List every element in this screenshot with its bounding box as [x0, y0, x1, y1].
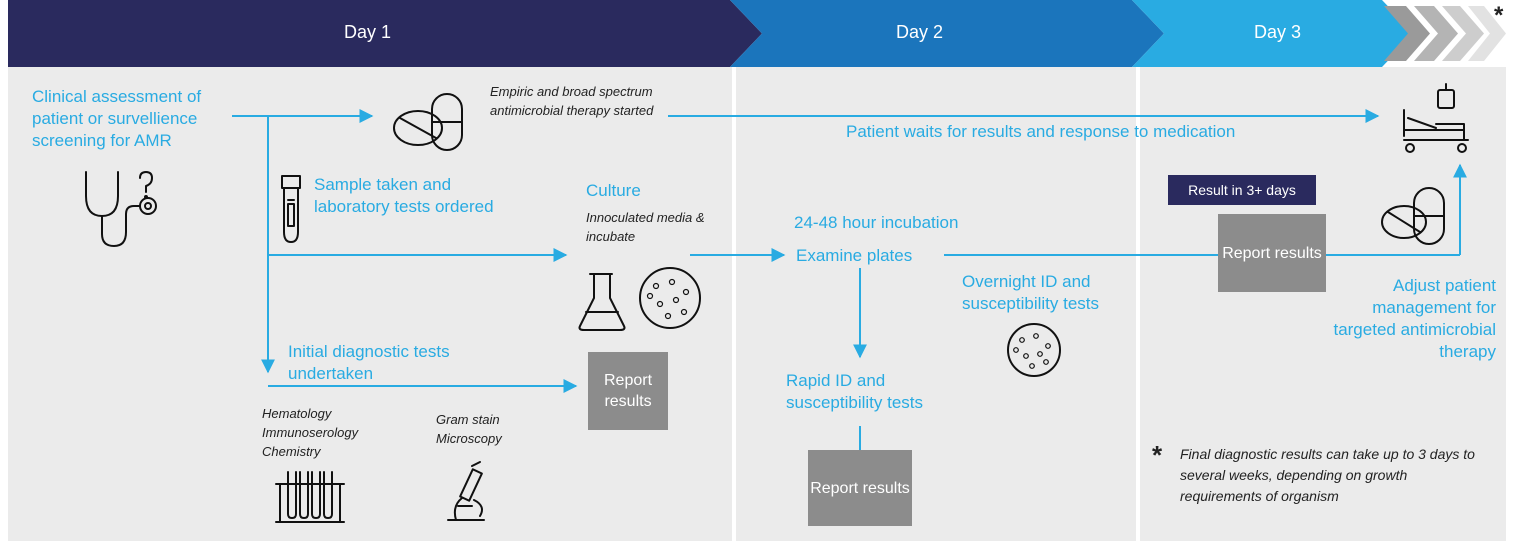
header-asterisk: *: [1494, 2, 1504, 29]
day3-header-bg: [1132, 0, 1414, 67]
overnight-tests-text: Overnight ID and susceptibility tests: [962, 272, 1099, 313]
report-results-box-day1: Report results: [588, 352, 668, 430]
footnote-text: Final diagnostic results can take up to …: [1180, 446, 1475, 504]
rapid-tests-text: Rapid ID and susceptibility tests: [786, 371, 923, 412]
gram-stain-text: Gram stain Microscopy: [436, 412, 502, 446]
initial-tests-text: Initial diagnostic tests undertaken: [288, 342, 450, 383]
report-results-box-day2: Report results: [808, 450, 912, 526]
result-3-days-label: Result in 3+ days: [1188, 182, 1296, 198]
sample-taken-text: Sample taken and laboratory tests ordere…: [314, 175, 494, 216]
examine-plates-text: Examine plates: [796, 246, 913, 265]
timeline-header: [8, 0, 1506, 67]
chevron-arrows-icon: [1384, 6, 1506, 61]
patient-waits-text: Patient waits for results and response t…: [846, 122, 1236, 141]
culture-title: Culture: [586, 181, 641, 200]
day3-label: Day 3: [1254, 22, 1302, 42]
result-3-days-banner: Result in 3+ days: [1168, 175, 1316, 205]
adjust-management-text: Adjust patient management for targeted a…: [1333, 276, 1496, 361]
footnote-asterisk: *: [1152, 440, 1163, 470]
hematology-text: Hematology Immunoserology Chemistry: [262, 406, 359, 459]
clinical-assessment-text: Clinical assessment of patient or survel…: [32, 87, 202, 150]
report-results-box-day3: Report results: [1218, 214, 1326, 292]
empiric-therapy-text: Empiric and broad spectrum antimicrobial…: [490, 84, 654, 118]
day2-header-bg: [730, 0, 1164, 67]
day3-panel: [1140, 67, 1506, 541]
culture-subtext: Innoculated media & incubate: [586, 210, 705, 244]
day1-label: Day 1: [344, 22, 392, 42]
day1-panel: [8, 67, 732, 541]
day2-panel: [736, 67, 1136, 541]
day1-header-bg: [8, 0, 762, 67]
incubation-text: 24-48 hour incubation: [794, 213, 959, 232]
day2-label: Day 2: [896, 22, 944, 42]
